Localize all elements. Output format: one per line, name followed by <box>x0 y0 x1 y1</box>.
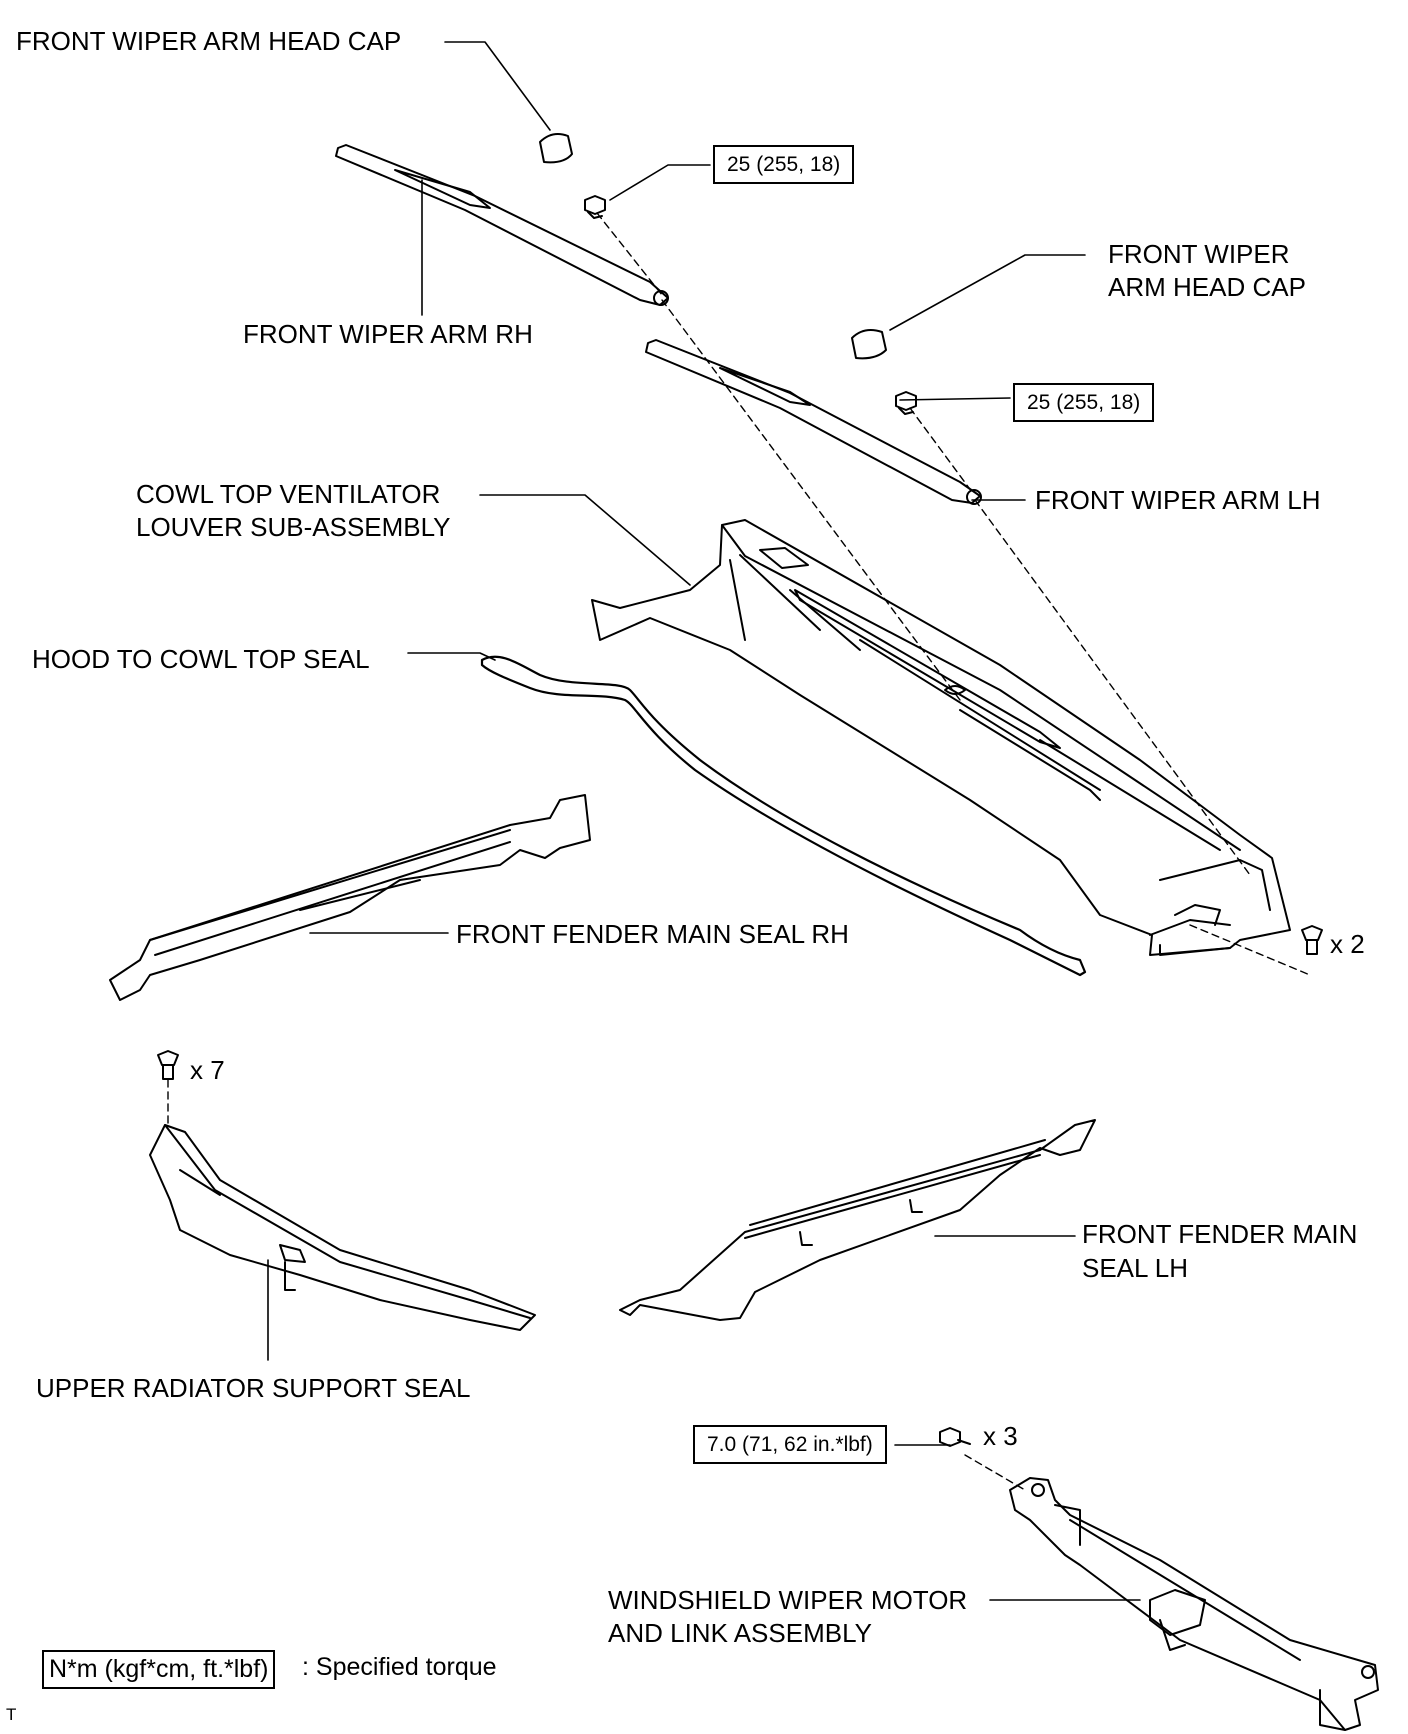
label-motor-2: AND LINK ASSEMBLY <box>608 1618 872 1648</box>
alignment-dashes <box>167 212 1311 1491</box>
motor-bolt-icon <box>939 1427 971 1447</box>
cowl-clip-icon <box>1301 925 1323 955</box>
wiper-arm-lh-icon <box>645 339 982 505</box>
leader-lines <box>267 41 1141 1601</box>
nut-rh-icon <box>584 195 606 219</box>
label-cowl-louver-2: LOUVER SUB-ASSEMBLY <box>136 512 451 542</box>
label-wiper-arm-rh: FRONT WIPER ARM RH <box>243 319 533 349</box>
torque-box-nut-lh: 25 (255, 18) <box>1013 383 1155 422</box>
hood-seal-icon <box>480 655 1087 977</box>
legend-unit-box: N*m (kgf*cm, ft.*lbf) <box>42 1650 276 1689</box>
qty-cowl-clip: x 2 <box>1330 929 1365 959</box>
label-motor-1: WINDSHIELD WIPER MOTOR <box>608 1585 968 1615</box>
label-head-cap-lh-2: ARM HEAD CAP <box>1108 272 1306 302</box>
legend-unit-desc: : Specified torque <box>302 1653 497 1681</box>
corner-mark: T <box>6 1705 17 1724</box>
head-cap-lh-icon <box>851 329 887 360</box>
torque-box-motor-bolt: 7.0 (71, 62 in.*lbf) <box>693 1425 887 1464</box>
fender-seal-lh-icon <box>619 1119 1096 1321</box>
label-head-cap-rh: FRONT WIPER ARM HEAD CAP <box>16 26 402 56</box>
label-hood-seal: HOOD TO COWL TOP SEAL <box>32 644 370 674</box>
cowl-louver-icon <box>591 519 1291 956</box>
label-fender-seal-rh: FRONT FENDER MAIN SEAL RH <box>456 919 849 949</box>
label-radiator-seal: UPPER RADIATOR SUPPORT SEAL <box>36 1373 471 1403</box>
torque-box-nut-rh: 25 (255, 18) <box>713 145 855 184</box>
wiper-motor-icon <box>1009 1477 1379 1731</box>
label-fender-seal-lh-1: FRONT FENDER MAIN <box>1082 1219 1358 1249</box>
nut-lh-icon <box>895 391 917 415</box>
label-fender-seal-lh-2: SEAL LH <box>1082 1253 1188 1283</box>
label-wiper-arm-lh: FRONT WIPER ARM LH <box>1035 485 1321 515</box>
label-head-cap-lh-1: FRONT WIPER <box>1108 239 1290 269</box>
radiator-seal-icon <box>149 1124 536 1331</box>
wiper-arm-rh-icon <box>335 144 669 306</box>
fender-seal-rh-icon <box>109 794 591 1001</box>
head-cap-rh-icon <box>539 133 573 164</box>
qty-radiator-clip: x 7 <box>190 1055 225 1085</box>
qty-motor-bolt: x 3 <box>983 1421 1018 1451</box>
label-cowl-louver-1: COWL TOP VENTILATOR <box>136 479 441 509</box>
radiator-clip-icon <box>157 1050 179 1080</box>
